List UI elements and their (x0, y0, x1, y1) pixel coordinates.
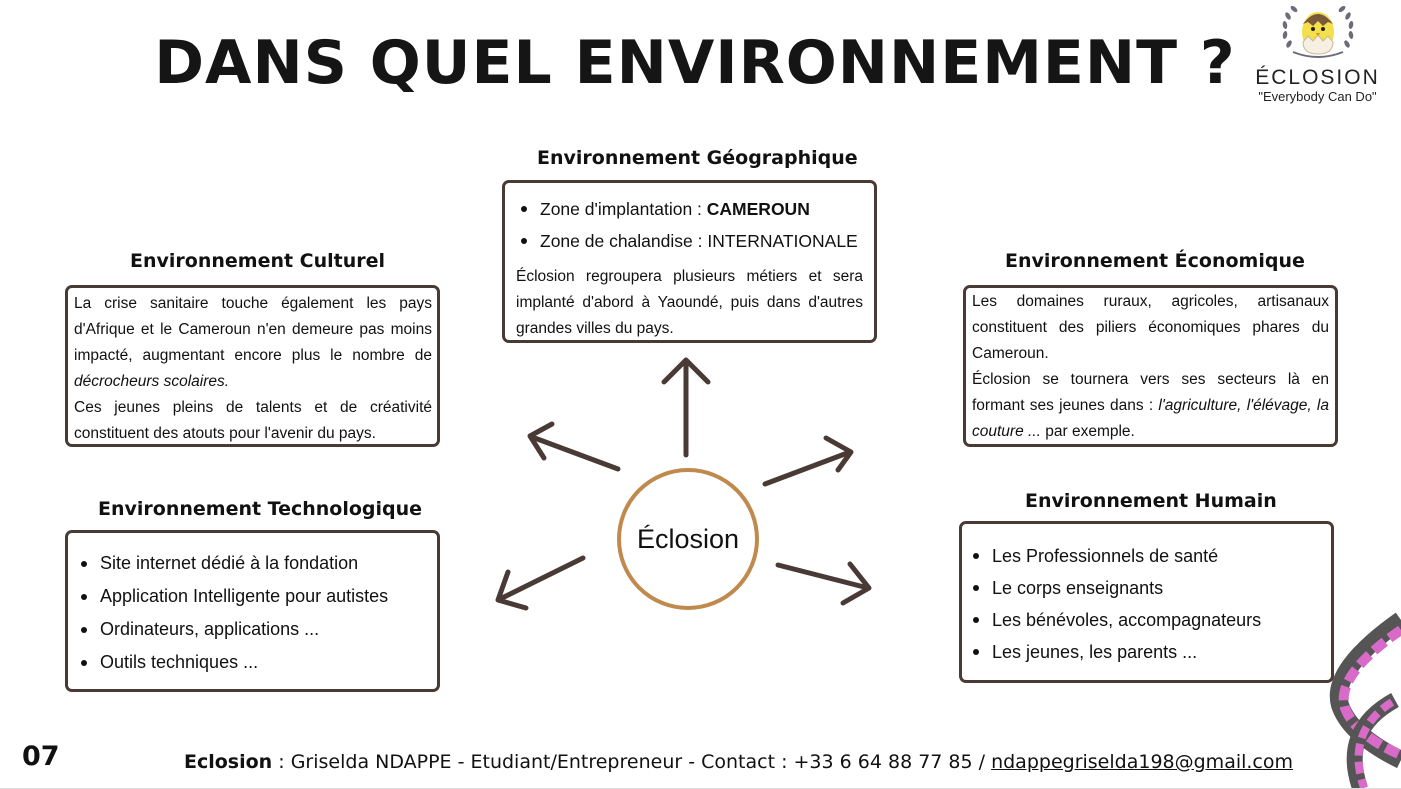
list-technologique: Site internet dédié à la fondation Appli… (76, 547, 429, 679)
text-economique-2: Éclosion se tournera vers ses secteurs l… (972, 371, 1329, 440)
arrow-up-right-icon (762, 435, 854, 487)
box-culturel: La crise sanitaire touche également les … (65, 285, 440, 447)
list-item: Site internet dédié à la fondation (76, 547, 429, 580)
list-item: Le corps enseignants (968, 572, 1323, 604)
box-technologique: Site internet dédié à la fondation Appli… (65, 530, 440, 692)
list-item: Les jeunes, les parents ... (968, 636, 1323, 668)
footer: Eclosion : Griselda NDAPPE - Etudiant/En… (184, 751, 1293, 773)
heading-geographique: Environnement Géographique (537, 147, 858, 169)
box-geographique: Zone d'implantation : CAMEROUN Zone de c… (502, 180, 877, 343)
text-economique: Les domaines ruraux, agricoles, artisana… (972, 293, 1329, 362)
heading-humain: Environnement Humain (1025, 490, 1277, 512)
list-humain: Les Professionnels de santé Le corps ens… (968, 540, 1323, 668)
arrow-up-left-icon (527, 421, 621, 472)
box-humain: Les Professionnels de santé Le corps ens… (959, 521, 1334, 683)
center-eclosion-circle: Éclosion (617, 468, 759, 610)
eclosion-logo: ÉCLOSION "Everybody Can Do" (1240, 2, 1395, 110)
text-geographique: Éclosion regroupera plusieurs métiers et… (516, 268, 863, 337)
list-item: Application Intelligente pour autistes (76, 580, 429, 613)
list-geographique: Zone d'implantation : CAMEROUN Zone de c… (516, 193, 863, 257)
footer-brand: Eclosion (184, 751, 273, 773)
text-culturel-2: Ces jeunes pleins de talents et de créat… (74, 399, 432, 442)
footer-text: : Griselda NDAPPE - Etudiant/Entrepreneu… (272, 751, 992, 773)
list-item: Les Professionnels de santé (968, 540, 1323, 572)
arrow-up-icon (661, 357, 711, 458)
heading-economique: Environnement Économique (1005, 250, 1305, 272)
heading-technologique: Environnement Technologique (98, 498, 423, 520)
list-item: Zone de chalandise : INTERNATIONALE (516, 225, 863, 257)
chick-laurel-icon (1282, 5, 1353, 58)
arrow-down-left-icon (495, 555, 586, 611)
box-economique: Les domaines ruraux, agricoles, artisana… (963, 285, 1338, 447)
list-item: Les bénévoles, accompagnateurs (968, 604, 1323, 636)
logo-name: ÉCLOSION (1255, 66, 1380, 89)
list-item: Zone d'implantation : CAMEROUN (516, 193, 863, 225)
text-culturel: La crise sanitaire touche également les … (74, 295, 432, 390)
page-title: DANS QUEL ENVIRONNEMENT ? (154, 28, 1236, 98)
list-item: Outils techniques ... (76, 646, 429, 679)
logo-tagline: "Everybody Can Do" (1258, 89, 1377, 104)
list-item: Ordinateurs, applications ... (76, 613, 429, 646)
footer-email-link[interactable]: ndappegriselda198@gmail.com (991, 751, 1294, 773)
arrow-down-right-icon (775, 561, 872, 606)
page-number: 07 (22, 741, 60, 772)
heading-culturel: Environnement Culturel (130, 250, 386, 272)
ribbon-decoration (1329, 612, 1401, 788)
